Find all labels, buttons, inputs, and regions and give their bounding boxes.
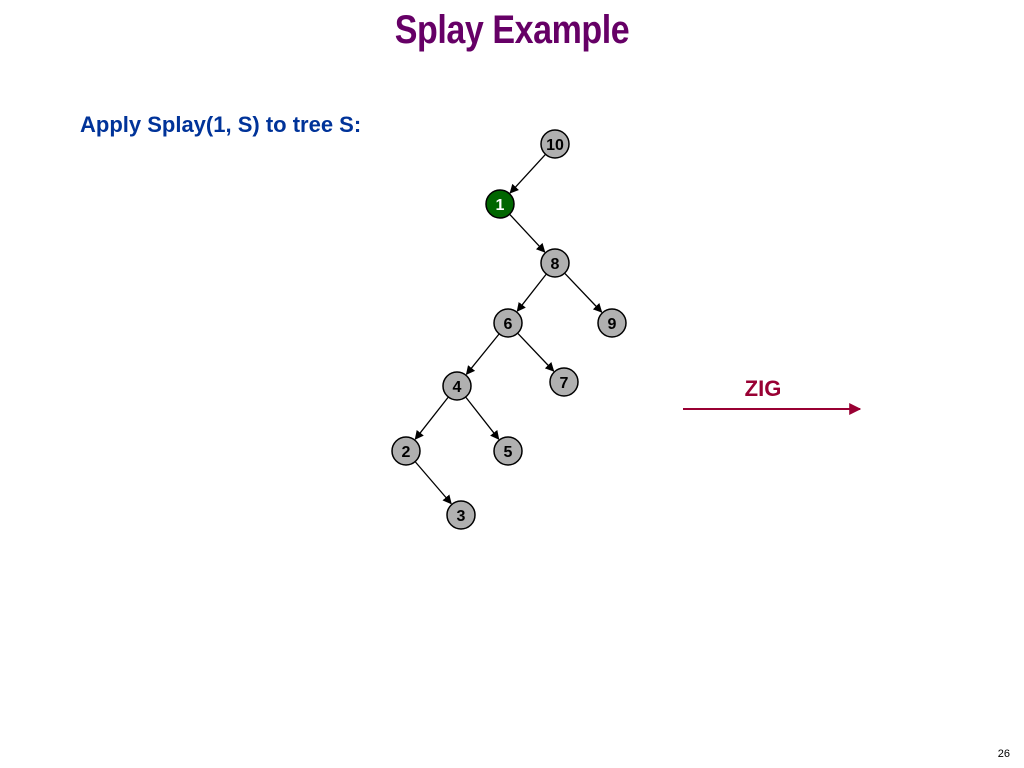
tree-node-4: 4 [442,371,472,401]
tree-node-label: 3 [457,508,466,525]
tree-node-circle [540,129,570,159]
page-number: 26 [997,748,1010,760]
slide-subtitle: Apply Splay(1, S) to tree S: [80,112,362,137]
tree-node-circle [597,308,627,338]
zig-label: ZIG [745,376,782,401]
tree-node-label: 1 [496,197,505,214]
tree-edge-4-2 [414,396,449,440]
tree-edge-8-9 [564,272,603,313]
tree-edge-8-6 [516,273,547,312]
tree-node-label: 4 [453,379,462,396]
tree-edge-4-5 [465,396,500,440]
tree-node-circle [485,189,515,219]
tree-node-label: 7 [560,375,569,392]
tree-node-1: 1 [485,189,515,219]
tree-nodes: 10 1 8 6 9 4 7 2 5 3 [391,129,627,530]
tree-node-circle [549,367,579,397]
tree-node-circle [540,248,570,278]
tree-node-label: 2 [402,444,411,461]
tree-node-label: 9 [608,316,617,333]
tree-edge-2-3 [414,461,452,505]
tree-node-10: 10 [540,129,570,159]
tree-edge-6-4 [465,333,500,376]
tree-node-label: 8 [551,256,560,273]
tree-node-3: 3 [446,500,476,530]
slide-title: Splay Example [394,8,630,52]
tree-edge-6-7 [517,332,555,372]
tree-node-label: 10 [546,137,564,154]
tree-node-8: 8 [540,248,570,278]
tree-node-label: 5 [504,444,513,461]
tree-node-7: 7 [549,367,579,397]
tree-node-5: 5 [493,436,523,466]
tree-node-9: 9 [597,308,627,338]
tree-node-circle [442,371,472,401]
tree-node-circle [446,500,476,530]
zig-transition: ZIG [683,376,862,415]
tree-node-2: 2 [391,436,421,466]
tree-node-circle [493,436,523,466]
tree-node-label: 6 [504,316,513,333]
tree-edge-1-8 [509,213,546,253]
tree-node-circle [493,308,523,338]
tree-edges [414,153,603,505]
tree-edge-10-1 [509,153,547,194]
tree-node-6: 6 [493,308,523,338]
tree-node-circle [391,436,421,466]
